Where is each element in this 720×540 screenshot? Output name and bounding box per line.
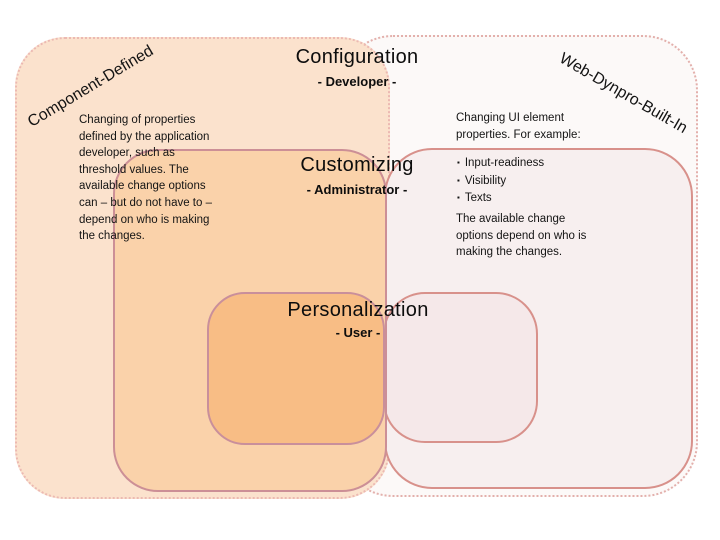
personalization-heading: Personalization - User - — [238, 299, 478, 342]
configuration-subtitle: - Developer - — [317, 74, 397, 89]
customizing-subtitle: - Administrator - — [306, 182, 408, 197]
bullet-list: ▪ Input-readiness ▪ Visibility ▪ Texts — [457, 155, 607, 208]
customizing-heading: Customizing - Administrator - — [237, 154, 477, 199]
bullet-item: ▪ Visibility — [457, 173, 607, 191]
right-inner-region — [383, 292, 538, 443]
configuration-title: Configuration — [295, 46, 419, 68]
bullet-square-icon: ▪ — [457, 175, 460, 185]
bullet-item-label: Input-readiness — [464, 157, 545, 169]
personalization-region — [207, 292, 385, 445]
left-note: Changing of properties defined by the ap… — [79, 114, 212, 243]
personalization-subtitle: - User - — [335, 325, 381, 340]
right-intro-note: Changing UI element properties. For exam… — [456, 112, 581, 141]
bullet-item-label: Visibility — [464, 174, 507, 187]
bullet-square-icon: ▪ — [457, 193, 460, 203]
configuration-heading: Configuration - Developer - — [237, 46, 477, 91]
customizing-title: Customizing — [300, 154, 414, 176]
bullet-item-label: Texts — [464, 192, 492, 205]
bullet-square-icon: ▪ — [457, 158, 460, 167]
personalization-title: Personalization — [287, 299, 429, 321]
bullet-item: ▪ Input-readiness — [457, 155, 607, 173]
right-outro-note: The available change options depend on w… — [456, 213, 587, 259]
bullet-item: ▪ Texts — [457, 190, 607, 208]
